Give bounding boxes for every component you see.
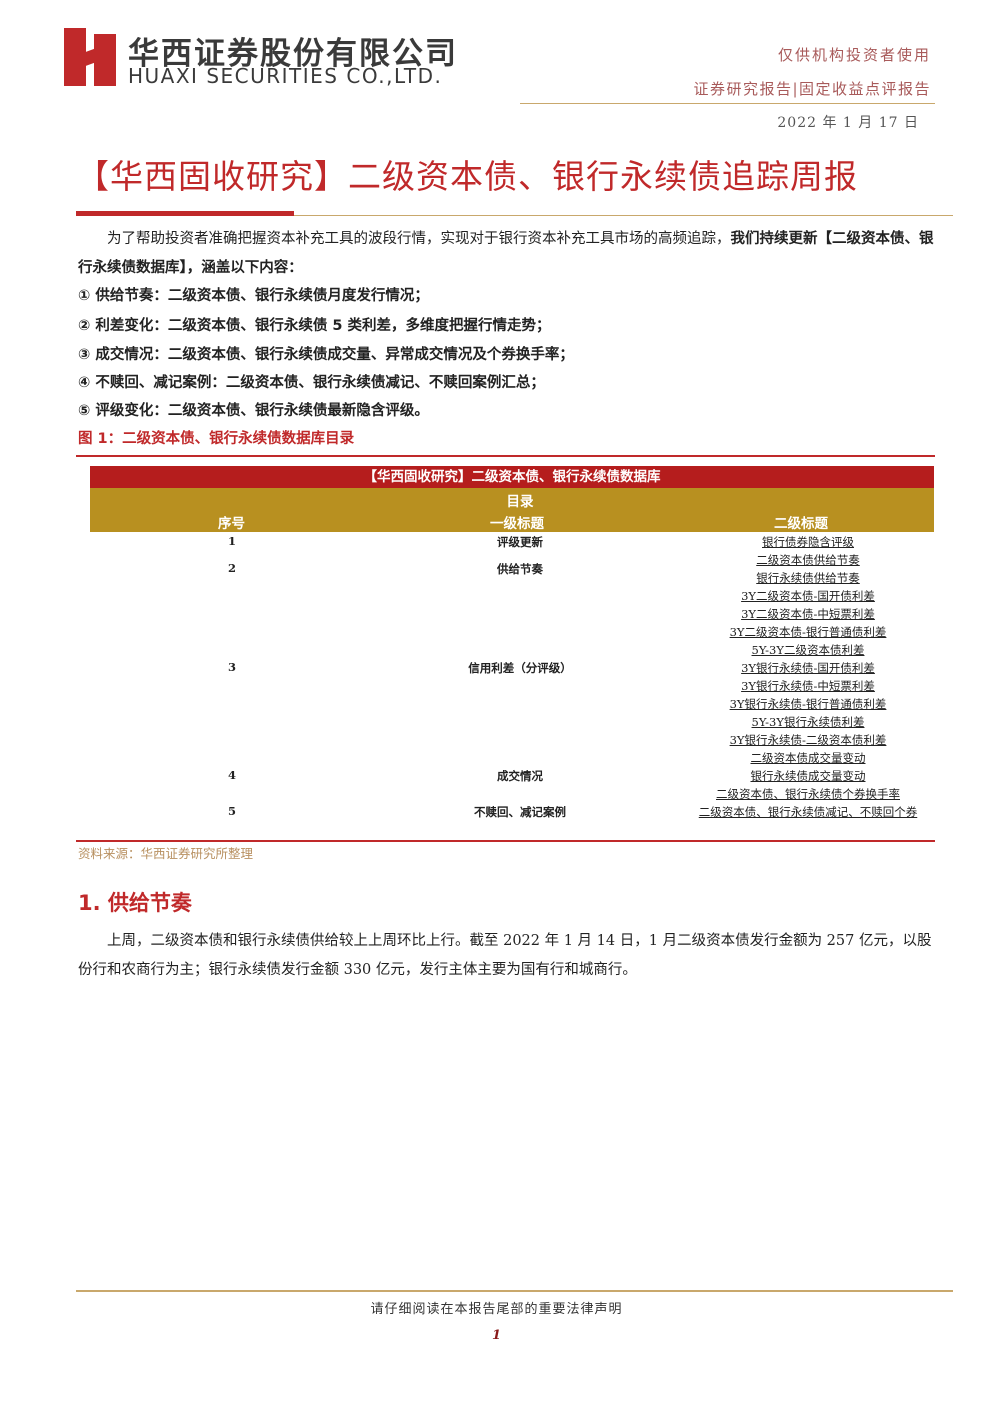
report-type: 证券研究报告|固定收益点评报告 [693,80,931,98]
col-header-seq: 序号 [218,516,245,532]
level2-link[interactable]: 5Y-3Y银行永续债利差 [751,715,865,729]
level2-link[interactable]: 二级资本债供给节奏 [756,553,860,567]
figure-source: 资料来源：华西证券研究所整理 [78,846,254,861]
row-level1: 信用利差（分评级） [468,661,572,675]
level2-link[interactable]: 3Y二级资本债-国开债利差 [741,589,875,603]
level2-link[interactable]: 3Y二级资本债-中短票利差 [741,607,875,621]
page-title: 【华西固收研究】二级资本债、银行永续债追踪周报 [76,157,858,196]
level2-link[interactable]: 3Y银行永续债-二级资本债利差 [729,733,887,747]
row-seq: 3 [228,660,237,674]
row-level1: 评级更新 [497,535,543,549]
intro-paragraph: 为了帮助投资者准确把握资本补充工具的波段行情，实现对于银行资本补充工具市场的高频… [78,225,936,283]
level2-link[interactable]: 二级资本债成交量变动 [750,751,866,765]
figure-caption: 图 1：二级资本债、银行永续债数据库目录 [78,431,355,447]
list-item: ① 供给节奏：二级资本债、银行永续债月度发行情况； [78,288,429,304]
row-seq: 2 [228,561,237,575]
section-title: 1. 供给节奏 [78,891,192,915]
list-item: ② 利差变化：二级资本债、银行永续债 5 类利差，多维度把握行情走势； [78,318,551,334]
title-divider [294,215,953,216]
level2-link[interactable]: 银行债券隐含评级 [762,535,854,549]
footer-divider [76,1290,953,1292]
title-accent-bar [76,211,294,216]
intro-bold: 我们持续更新【二级资本债、银行永续债数据库】，涵盖以下内容： [78,231,934,276]
level2-link[interactable]: 银行永续债成交量变动 [750,769,866,783]
row-seq: 1 [228,534,237,548]
company-name-cn: 华西证券股份有限公司 [128,36,458,72]
list-item: ③ 成交情况：二级资本债、银行永续债成交量、异常成交情况及个券换手率； [78,347,574,363]
legal-disclaimer: 请仔细阅读在本报告尾部的重要法律声明 [370,1302,623,1317]
huaxi-logo-icon [64,28,118,86]
col-header-level1: 一级标题 [490,516,544,532]
table-header: 目录 序号 一级标题 二级标题 [90,488,934,532]
figure-bottom-rule [76,840,935,842]
report-date: 2022 年 1 月 17 日 [777,115,919,131]
toc-label: 目录 [506,494,534,510]
level2-link[interactable]: 二级资本债、银行永续债减记、不赎回个券 [698,805,918,819]
header-divider [520,103,935,104]
list-item: ⑤ 评级变化：二级资本债、银行永续债最新隐含评级。 [78,403,429,419]
level2-link[interactable]: 3Y银行永续债-国开债利差 [741,661,875,675]
page-number: 1 [491,1328,502,1343]
intro-normal: 为了帮助投资者准确把握资本补充工具的波段行情，实现对于银行资本补充工具市场的高频… [107,231,731,247]
database-title: 【华西固收研究】二级资本债、银行永续债数据库 [90,466,934,488]
level2-link[interactable]: 3Y二级资本债-银行普通债利差 [729,625,887,639]
row-seq: 4 [228,768,237,782]
list-item: ④ 不赎回、减记案例：二级资本债、银行永续债减记、不赎回案例汇总； [78,375,545,391]
row-seq: 5 [228,804,237,818]
level2-link[interactable]: 银行永续债供给节奏 [756,571,860,585]
row-level1: 供给节奏 [497,562,543,576]
audience-note: 仅供机构投资者使用 [777,46,931,64]
company-name-en: HUAXI SECURITIES CO.,LTD. [128,64,443,88]
level2-link[interactable]: 5Y-3Y二级资本债利差 [751,643,865,657]
level2-link[interactable]: 3Y银行永续债-中短票利差 [741,679,875,693]
level2-link[interactable]: 3Y银行永续债-银行普通债利差 [729,697,887,711]
level2-link[interactable]: 二级资本债、银行永续债个券换手率 [716,787,900,801]
col-header-level2: 二级标题 [774,516,828,532]
row-level1: 成交情况 [497,769,543,783]
row-level1: 不赎回、减记案例 [474,805,566,819]
figure-top-rule [76,455,935,457]
section-body: 上周，二级资本债和银行永续债供给较上上周环比上行。截至 2022 年 1 月 1… [78,933,932,978]
